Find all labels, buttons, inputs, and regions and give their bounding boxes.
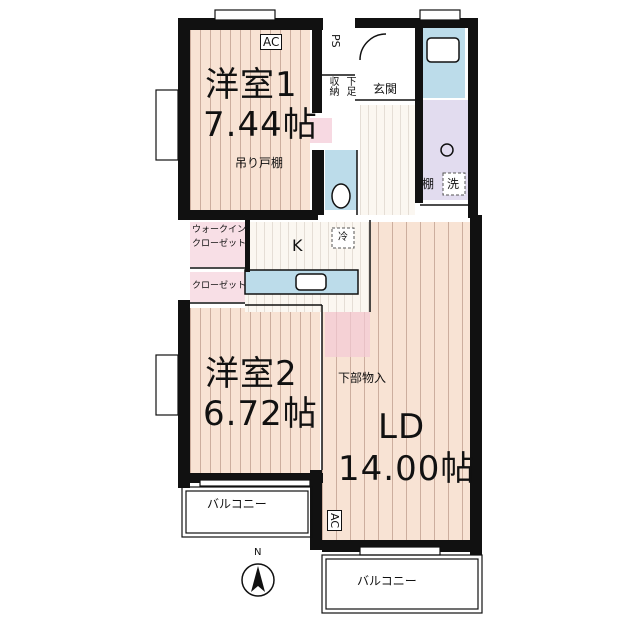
storage-pink xyxy=(310,118,332,143)
entrance-label: 玄関 xyxy=(373,82,398,96)
north-arrow-icon xyxy=(241,563,275,597)
room-western1-name: 洋室1 xyxy=(205,65,298,105)
room-ld-name: LD xyxy=(378,407,426,447)
room-western1-size: 7.44帖 xyxy=(203,105,318,145)
room-kitchen-name: K xyxy=(292,236,303,255)
bathtub xyxy=(426,37,460,63)
walk-in-label: ウォークイン xyxy=(192,225,247,235)
ac-label-bottom: AC xyxy=(327,510,342,532)
storage-label: 収納 xyxy=(327,76,338,96)
shoe-storage-label: 下足 xyxy=(344,76,355,96)
kitchen-sink xyxy=(295,273,327,291)
hallway-floor xyxy=(360,100,415,215)
balcony-bottom-label: バルコニー xyxy=(355,574,419,588)
windows xyxy=(155,9,461,556)
room-ld-size: 14.00帖 xyxy=(338,449,476,489)
room-western2-size: 6.72帖 xyxy=(203,394,318,434)
balcony-left-label: バルコニー xyxy=(205,497,269,511)
closet xyxy=(190,272,245,302)
hanging-shelf-label: 吊り戸棚 xyxy=(235,156,284,170)
shelf-label: 棚 xyxy=(422,177,435,191)
walls xyxy=(178,18,482,555)
north-label: N xyxy=(254,547,262,558)
balcony-railings xyxy=(181,486,483,614)
washer-box xyxy=(442,172,466,196)
room-western2-floor xyxy=(190,308,320,473)
fridge-label: 冷 xyxy=(338,232,348,243)
washbasin xyxy=(440,143,454,157)
ps-label: PS xyxy=(329,34,342,48)
walk-in-closet-label: クローゼット xyxy=(192,239,247,249)
room-western2-name: 洋室2 xyxy=(205,354,298,394)
room-western1-floor xyxy=(190,30,310,210)
ac-label-top: AC xyxy=(260,34,283,50)
fridge-box xyxy=(331,227,355,249)
toilet-bowl xyxy=(331,183,351,209)
under-floor-storage-label: 下部物入 xyxy=(338,371,387,385)
under-floor-storage xyxy=(325,312,370,357)
walk-in-closet xyxy=(190,222,245,267)
closet-label: クローゼット xyxy=(192,281,247,291)
washer-label: 洗 xyxy=(447,177,460,191)
interior-lines xyxy=(190,33,470,470)
